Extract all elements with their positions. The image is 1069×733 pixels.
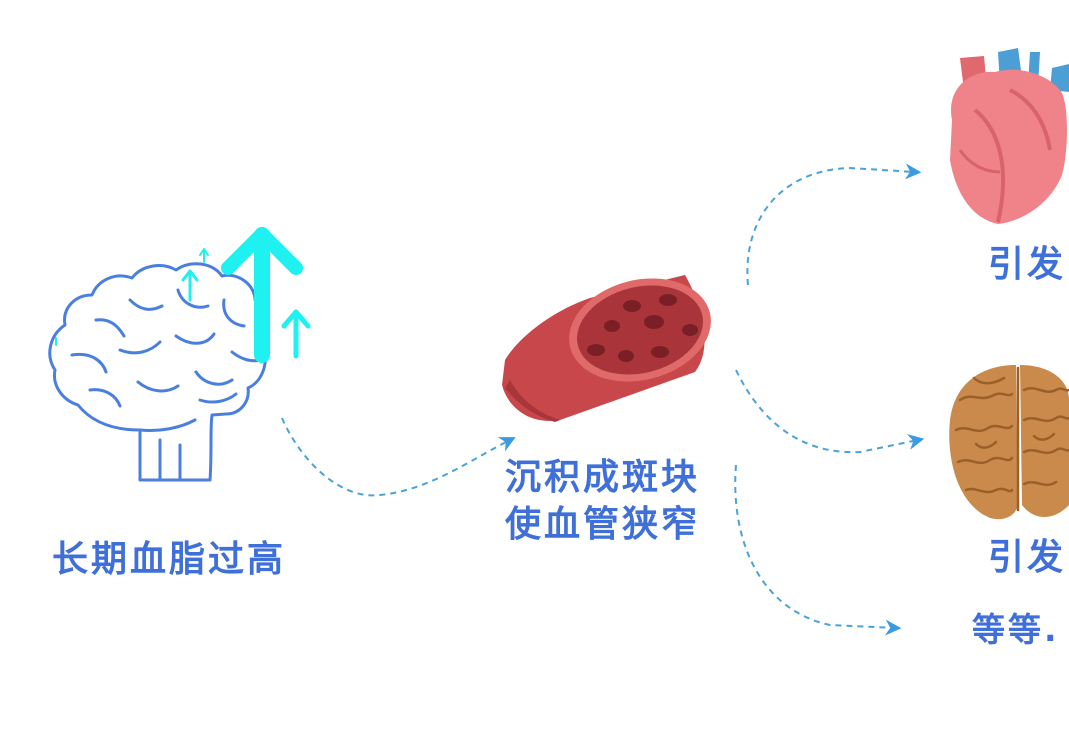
outcome-brain-label: 引发 — [988, 537, 1067, 578]
mechanism-label-line1: 沉积成斑块 — [505, 457, 701, 498]
outcome-etc-label: 等等. — [972, 610, 1060, 649]
outcome-heart-label: 引发 — [988, 244, 1067, 285]
cause-label: 长期血脂过高 — [52, 539, 287, 580]
brain-outline-icon — [48, 262, 269, 482]
brain-icon — [949, 365, 1069, 520]
blood-vessel-icon — [502, 275, 711, 422]
dashed-arrow-icon — [281, 163, 925, 636]
heart-icon — [950, 48, 1069, 224]
mechanism-label-line2: 使血管狭窄 — [505, 504, 701, 545]
up-arrow-icon — [55, 227, 311, 363]
